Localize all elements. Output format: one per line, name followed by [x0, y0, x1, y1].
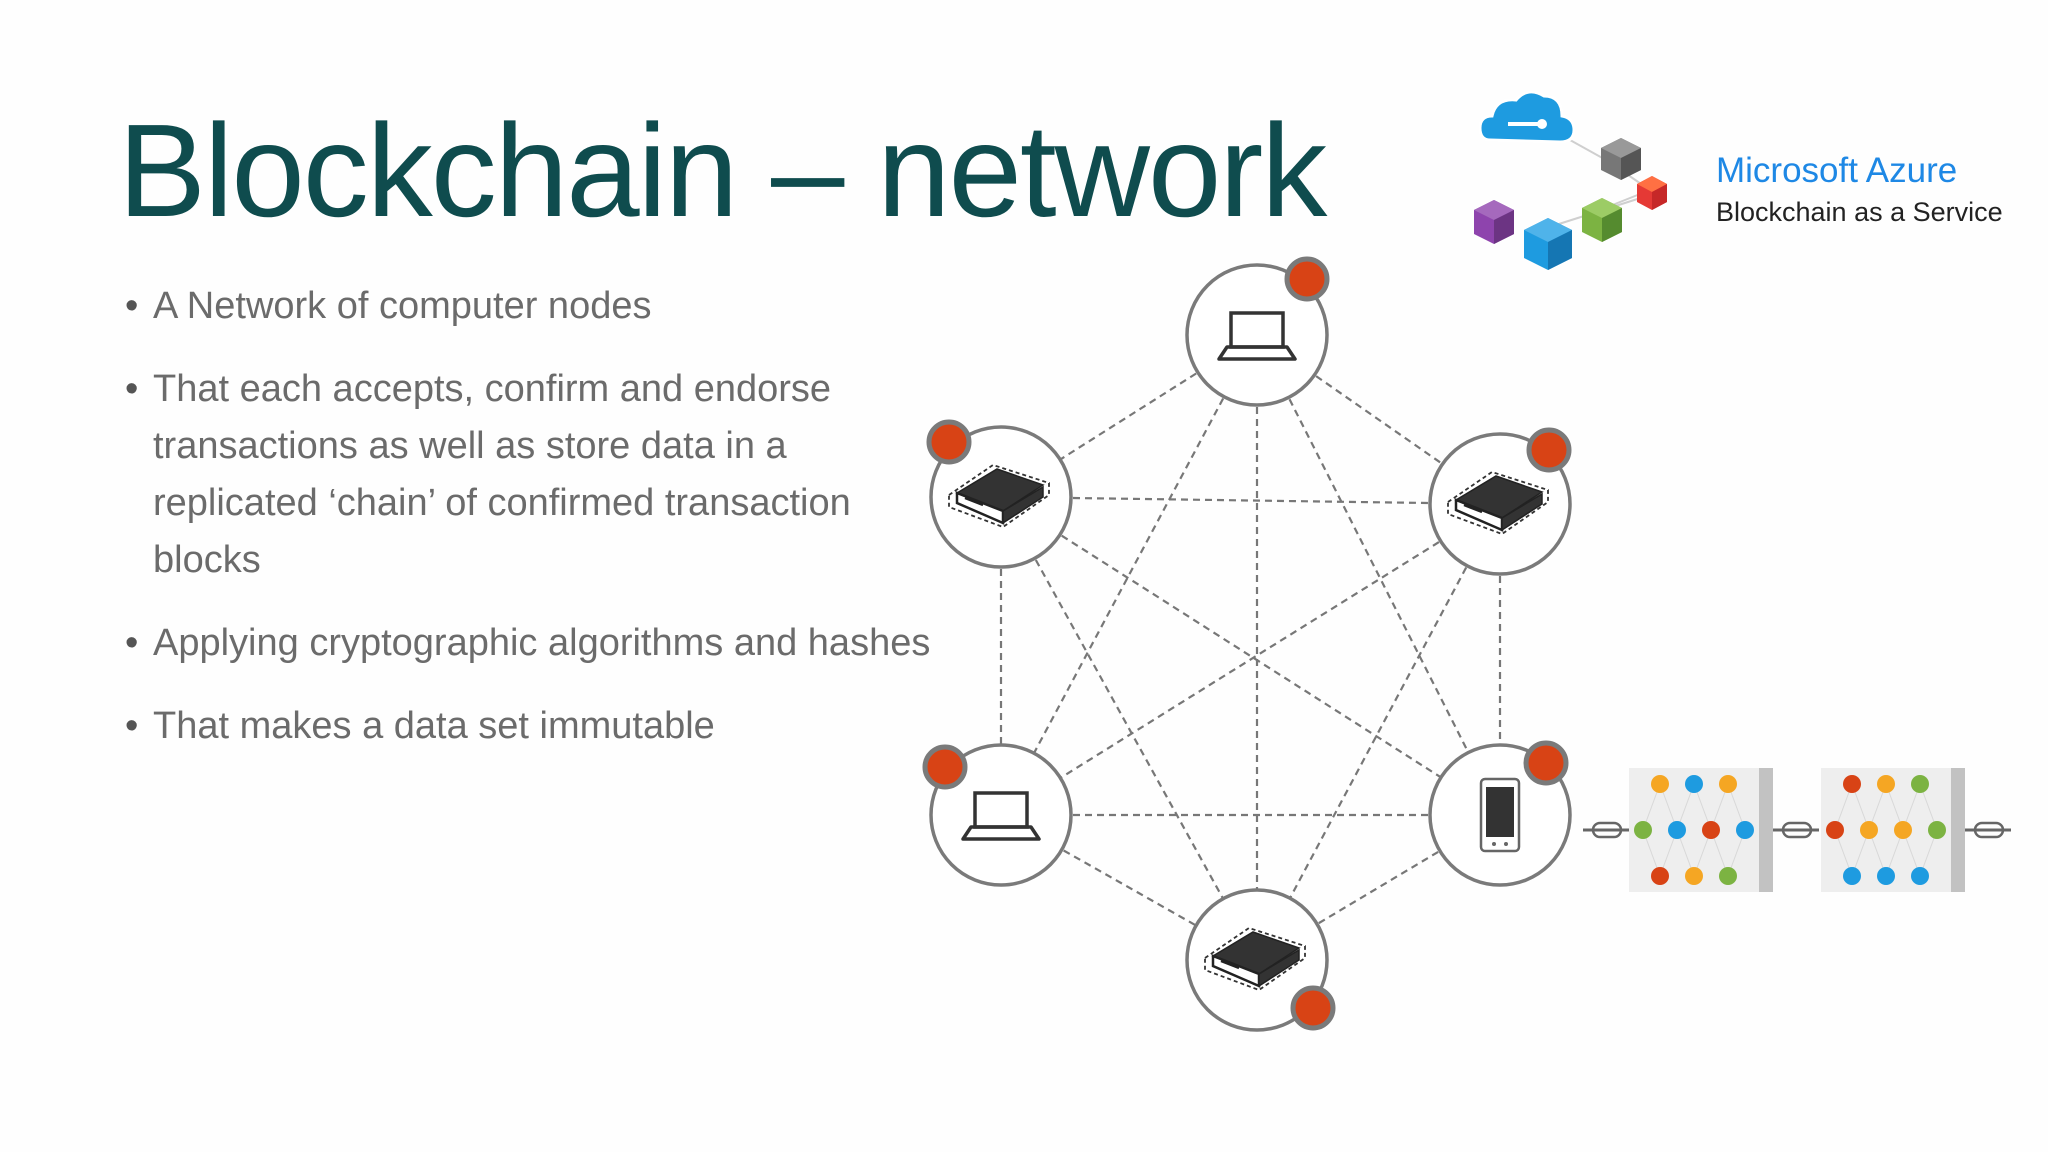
status-dot	[1523, 740, 1569, 786]
block-dot	[1826, 821, 1844, 839]
network-edge	[1000, 334, 1258, 816]
block-dot	[1685, 775, 1703, 793]
brand-block: Microsoft Azure Blockchain as a Service	[1716, 148, 2003, 230]
network-edge	[1000, 496, 1501, 816]
block-dot	[1928, 821, 1946, 839]
network-nodes	[922, 256, 1572, 1032]
block-dot	[1877, 867, 1895, 885]
block-dot	[1668, 821, 1686, 839]
block-dot	[1894, 821, 1912, 839]
node-upper-right	[1428, 427, 1572, 576]
brand-subtitle: Blockchain as a Service	[1716, 197, 2003, 227]
block-dot	[1651, 867, 1669, 885]
block-chain	[1583, 768, 2011, 892]
azure-logo	[1474, 90, 1667, 270]
status-dot	[922, 744, 968, 790]
server-icon	[1204, 927, 1306, 992]
network-edge	[1256, 503, 1501, 961]
network-edge	[1000, 503, 1501, 816]
brand-name: Microsoft Azure	[1716, 151, 1958, 190]
block-dot	[1702, 821, 1720, 839]
block-dot	[1736, 821, 1754, 839]
block-dot	[1860, 821, 1878, 839]
bullet-text: That each accepts, confirm and endorse t…	[153, 368, 851, 581]
bullet-dot: •	[125, 705, 139, 747]
block-dot	[1634, 821, 1652, 839]
block-dot	[1911, 775, 1929, 793]
server-icon	[1447, 471, 1549, 536]
block-edge	[1759, 768, 1773, 892]
node-ring	[1185, 263, 1329, 407]
node-upper-left	[926, 419, 1073, 569]
bullet-item: • A Network of computer nodes	[125, 278, 1025, 335]
block-dot	[1843, 775, 1861, 793]
cube-icon	[1582, 198, 1622, 242]
block-dot	[1877, 775, 1895, 793]
node-lower-right	[1428, 740, 1572, 887]
status-dot	[1284, 256, 1330, 302]
block-edge	[1951, 768, 1965, 892]
bullet-dot: •	[125, 285, 139, 327]
block-dot	[1651, 775, 1669, 793]
chain-link	[1583, 821, 1629, 839]
bullet-dot: •	[125, 368, 139, 410]
cube-icon	[1601, 138, 1641, 180]
bullet-item: • Applying cryptographic algorithms and h…	[125, 615, 1025, 672]
block-dot	[1843, 867, 1861, 885]
status-dot	[926, 419, 972, 465]
bullet-dot: •	[125, 622, 139, 664]
block-dot	[1719, 867, 1737, 885]
bullet-text: That makes a data set immutable	[153, 705, 715, 747]
server-icon	[948, 464, 1050, 529]
block-dot	[1719, 775, 1737, 793]
bullet-list: • A Network of computer nodes • That each …	[125, 278, 1025, 781]
phone-icon	[1479, 777, 1521, 853]
chain-block	[1821, 768, 1965, 892]
bullet-text: A Network of computer nodes	[153, 285, 652, 327]
network-edges	[999, 334, 1502, 961]
status-dot	[1526, 427, 1572, 473]
cube-icon	[1524, 218, 1572, 270]
node-top	[1185, 256, 1330, 407]
bullet-text: Applying cryptographic algorithms and ha…	[153, 622, 931, 664]
cube-icon	[1637, 176, 1667, 210]
chain-link	[1773, 821, 1819, 839]
node-bottom	[1185, 888, 1336, 1032]
chain-block	[1629, 768, 1773, 892]
bullet-item: • That makes a data set immutable	[125, 698, 1025, 755]
status-dot	[1290, 985, 1336, 1031]
laptop-icon	[1217, 311, 1297, 361]
slide-title: Blockchain – network	[118, 97, 1327, 244]
network-edge	[1000, 495, 1501, 506]
network-edge	[1000, 496, 1258, 961]
block-dot	[1911, 867, 1929, 885]
node-ring	[929, 743, 1073, 887]
laptop-icon	[961, 791, 1041, 841]
chain-link	[1965, 821, 2011, 839]
bullet-item: • That each accepts, confirm and endorse …	[125, 361, 1025, 589]
node-lower-left	[922, 743, 1073, 887]
block-dot	[1685, 867, 1703, 885]
cloud-icon	[1478, 90, 1576, 144]
network-edge	[1256, 334, 1501, 816]
cube-icon	[1474, 200, 1514, 244]
